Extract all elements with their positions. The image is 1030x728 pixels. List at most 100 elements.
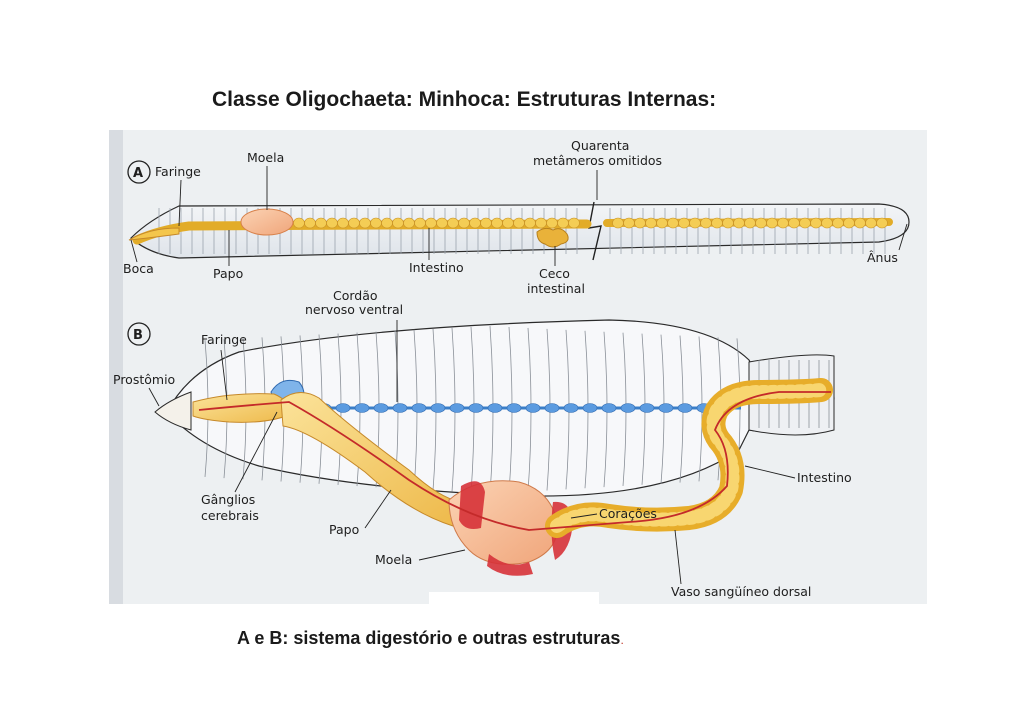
intestine-b-rings [550,383,828,533]
intestine-bead-a [678,217,690,229]
intestine-bead-a [546,217,558,229]
label-ceco-1: Ceco [539,266,570,281]
intestine-bead-a [458,217,470,229]
leader-vaso [674,529,682,585]
intestine-bead-a [491,217,503,229]
badge-b: B [133,328,143,343]
intestine-bead-a [557,217,569,229]
intestine-bead-a [832,217,844,229]
intestine-bead-a [755,217,767,229]
intestine-bead-a [447,217,459,229]
nerve-ganglia [297,403,731,413]
leader-moela-b [418,549,466,561]
label-intestino-b: Intestino [797,470,852,485]
intestine-bead-a [667,217,679,229]
intestine-bead-a [766,217,778,229]
label-papo-b: Papo [329,522,359,537]
intestine-bead-a [799,217,811,229]
nerve-ganglion [449,403,465,413]
intestine-bead-a [315,217,327,229]
intestine-bead-a [645,217,657,229]
intestine-bead-a [348,217,360,229]
leader-prostomio [148,387,160,407]
badge-a-circle [127,160,151,184]
intestine-bead-a [788,217,800,229]
intestine-bead-a [634,217,646,229]
label-ganglios-1: Gânglios [201,492,255,507]
nerve-ganglion [563,403,579,413]
label-quarenta-2: metâmeros omitidos [533,153,662,168]
dorsal-blood-vessel [198,391,831,531]
intestine-bead-a [436,217,448,229]
nerve-ganglion [620,403,636,413]
page-title: Classe Oligochaeta: Minhoca: Estruturas … [212,88,717,111]
intestine-bead-a [480,217,492,229]
prostomium [154,391,192,431]
nerve-ganglion [430,403,446,413]
heart-1 [459,481,485,529]
leader-anus [898,223,908,251]
leader-faringe-a [178,179,182,227]
label-moela-b: Moela [375,552,412,567]
label-faringe-b: Faringe [201,332,247,347]
label-moela-a: Moela [247,150,284,165]
nerve-ganglion [525,403,541,413]
intestine-bead-a [535,217,547,229]
intestine-bead-a [392,217,404,229]
nerve-ganglion [411,403,427,413]
label-vaso: Vaso sangüíneo dorsal [671,584,811,599]
pharynx-a [128,227,180,241]
label-papo-a: Papo [213,266,243,281]
label-cordao-2: nervoso ventral [305,302,403,317]
intestinal-cecum [536,227,569,248]
nerve-ganglion [601,403,617,413]
nerve-ganglion [658,403,674,413]
intestine-bead-a [876,217,888,229]
intestine-bead-a [403,217,415,229]
intestine-bead-a [777,217,789,229]
intestine-bead-a [568,217,580,229]
heart-3 [487,554,533,576]
intestine-bead-a [304,217,316,229]
nerve-ganglion [392,403,408,413]
gizzard-a [240,208,294,236]
nerve-ganglion [335,403,351,413]
label-intestino-a: Intestino [409,260,464,275]
crop-b [280,392,462,527]
intestine-bead-a [612,217,624,229]
intestine-bead-a [689,217,701,229]
intestine-bead-a [293,217,305,229]
nerve-ganglion [639,403,655,413]
caption-dot: . [620,633,624,647]
nerve-ganglion [544,403,560,413]
intestine-bead-a [370,217,382,229]
worm-body-a [130,203,910,259]
intestine-bead-a [359,217,371,229]
omitted-break-mark [588,201,602,261]
label-anus: Ânus [867,250,898,265]
intestine-bead-a [524,217,536,229]
intestine-bead-a [381,217,393,229]
nerve-ganglion [677,403,693,413]
leader-faringe-b [220,349,228,401]
badge-b-circle [127,322,151,346]
intestine-bead-a [425,217,437,229]
intestine-bead-a [414,217,426,229]
nerve-ganglion [468,403,484,413]
label-cordao-1: Cordão [333,288,378,303]
leader-boca [130,239,138,263]
label-faringe-a: Faringe [155,164,201,179]
leader-intestino-b [744,465,796,479]
label-ganglios-2: cerebrais [201,508,259,523]
panel-b: B Cordão nervoso ventral Faringe Prostôm… [113,288,852,599]
label-boca: Boca [123,261,154,276]
intestine-bead-a [513,217,525,229]
leader-ganglios [234,411,278,493]
figure-caption: A e B: sistema digestório e outras estru… [237,628,624,649]
intestine-bead-a [865,217,877,229]
label-quarenta-1: Quarenta [571,138,629,153]
intestine-bead-a [623,217,635,229]
badge-a: A [133,166,143,181]
caption-text: A e B: sistema digestório e outras estru… [237,628,621,648]
panel-a: A Faringe Moela Quarenta metâmeros omiti… [123,138,910,296]
